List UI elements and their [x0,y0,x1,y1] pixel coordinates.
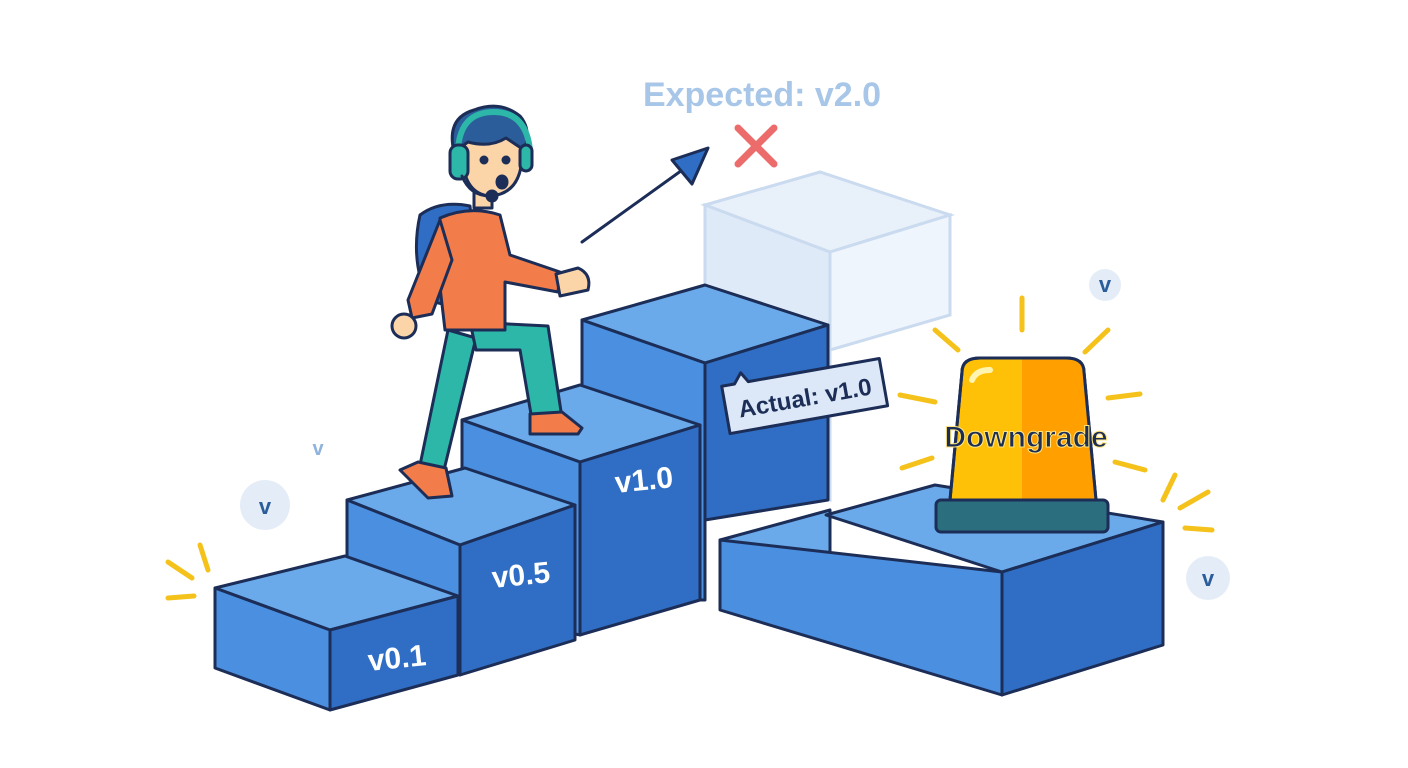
back-arm [406,218,454,320]
alarm-siren-icon [934,356,1110,534]
v-badge-left: v [240,480,290,530]
alarm-rays [897,295,1215,533]
left-rays [165,542,211,601]
front-hand [554,266,591,298]
v-badge-top-right-label: v [1099,272,1112,297]
back-shoe [398,460,454,500]
expected-arrow [580,146,710,244]
v-badge-small-label: v [312,438,324,460]
step-label-v1-0: v1.0 [613,461,675,500]
step-v0-1 [213,554,460,712]
expected-label: Expected: v2.0 [643,76,881,114]
front-shoe [528,410,584,436]
headset-band [455,109,533,153]
mouth [495,174,509,190]
downgrade-label: Downgrade [944,421,1107,454]
torso [436,209,562,332]
step-label-v0-1: v0.1 [366,639,428,678]
right-eye [501,155,511,165]
v-badge-right-label: v [1202,566,1215,591]
headset-ear [448,143,470,181]
headset-ear-right [518,143,534,173]
step-label-v0-5: v0.5 [490,556,552,595]
cross-icon [734,124,778,168]
v-badge-left-label: v [259,494,272,519]
v-badge-small: v [312,438,324,460]
back-hand [390,312,418,340]
person-figure [390,104,591,500]
left-eye [479,155,489,165]
v-badge-right: v [1186,556,1230,600]
v-badge-top-right: v [1089,269,1121,301]
mic-tip [485,189,499,203]
